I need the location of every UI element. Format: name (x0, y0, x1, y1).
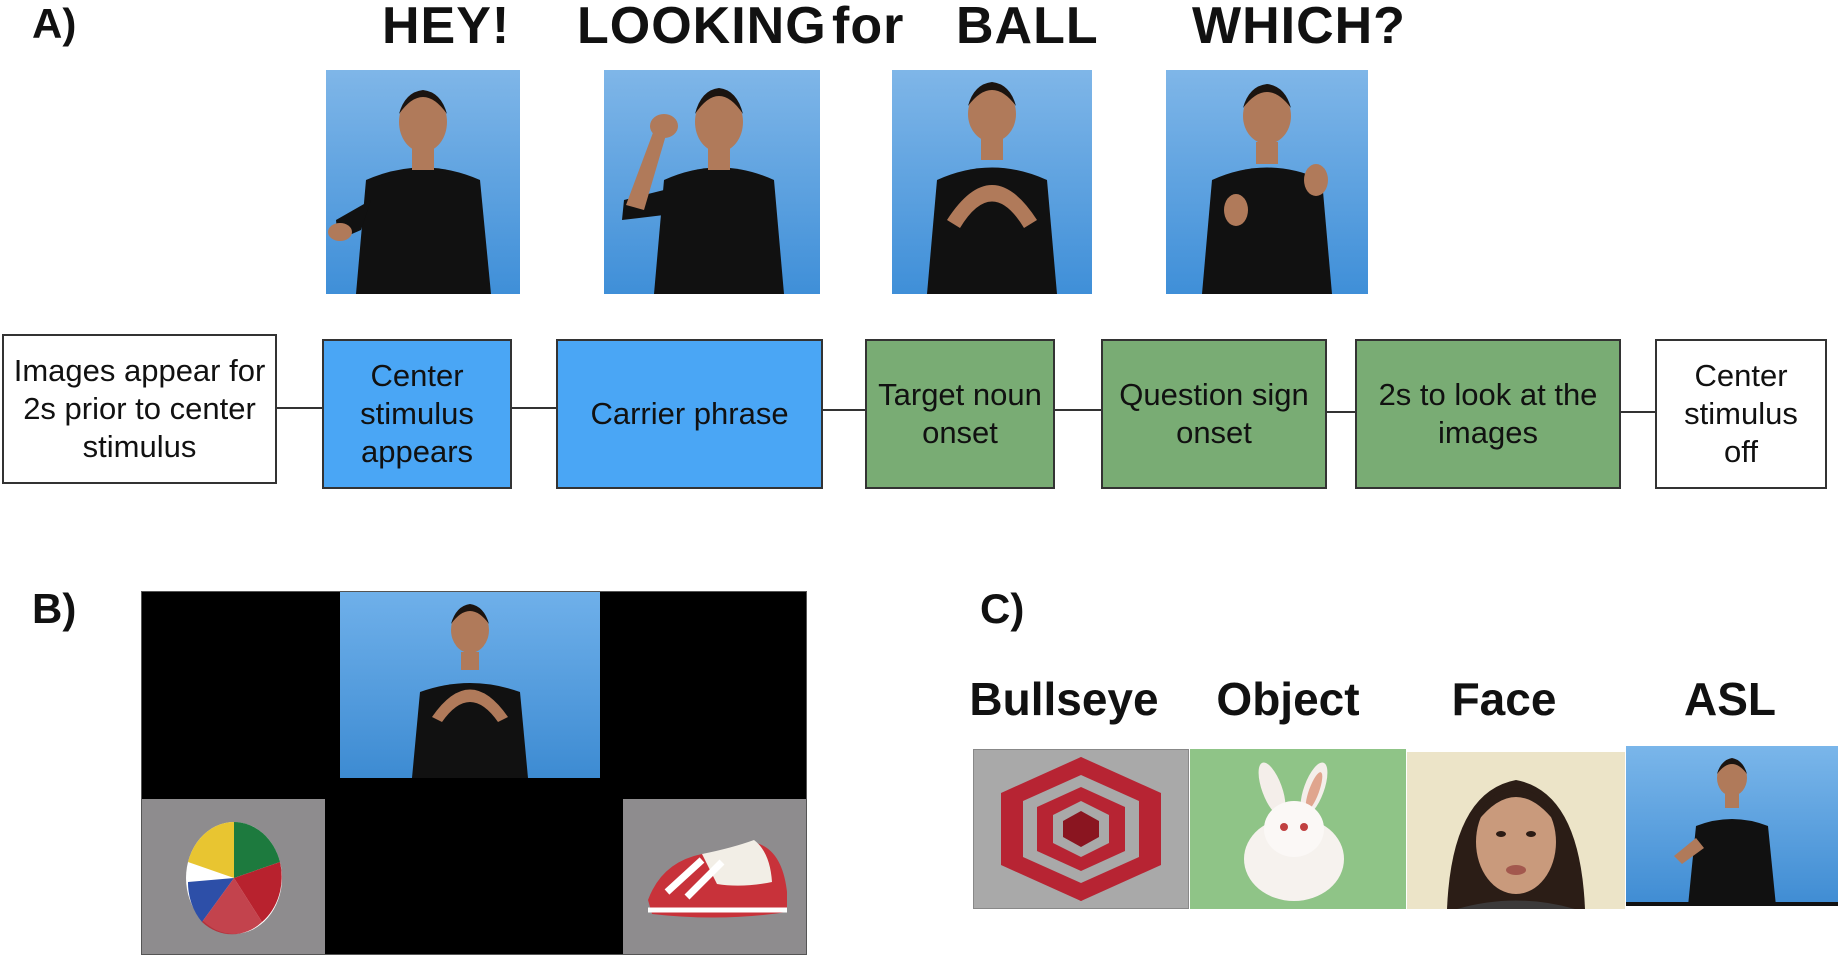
timeline-step-images-appear: Images appear for 2s prior to center sti… (2, 334, 277, 484)
timeline-connector (276, 407, 324, 409)
timeline-step-question-sign: Question sign onset (1101, 339, 1327, 489)
experiment-screen (141, 591, 807, 955)
sign-word-looking: LOOKING (577, 0, 827, 55)
stimulus-face (1407, 752, 1625, 909)
panel-b-label: B) (32, 585, 77, 632)
stimulus-object-rabbit (1190, 749, 1406, 909)
stimulus-bullseye (973, 749, 1189, 909)
sign-word-ball: BALL (956, 0, 1099, 55)
timeline-connector (1326, 411, 1356, 413)
signer-frame-which (1166, 70, 1368, 294)
timeline-connector (822, 409, 866, 411)
sign-word-which: WHICH? (1192, 0, 1406, 55)
timeline-step-look-at-images: 2s to look at the images (1355, 339, 1621, 489)
signer-frame-hey (326, 70, 520, 294)
panel-a-label: A) (32, 0, 77, 47)
stimulus-label-bullseye: Bullseye (969, 673, 1159, 725)
timeline-step-center-off: Center stimulus off (1655, 339, 1827, 489)
timeline-connector (1620, 411, 1656, 413)
panel-c-label: C) (980, 585, 1025, 632)
signer-frame-looking (604, 70, 820, 294)
sign-word-for: for (832, 0, 905, 55)
stimulus-asl (1626, 746, 1838, 906)
sign-word-hey: HEY! (382, 0, 511, 55)
stimulus-label-asl: ASL (1684, 673, 1776, 725)
timeline-step-target-noun: Target noun onset (865, 339, 1055, 489)
signer-frame-ball (892, 70, 1092, 294)
stimulus-label-object: Object (1216, 673, 1360, 725)
timeline-step-carrier-phrase: Carrier phrase (556, 339, 823, 489)
timeline-connector (511, 407, 557, 409)
timeline-step-center-stimulus: Center stimulus appears (322, 339, 512, 489)
stimulus-label-face: Face (1451, 673, 1557, 725)
timeline-connector (1054, 409, 1102, 411)
